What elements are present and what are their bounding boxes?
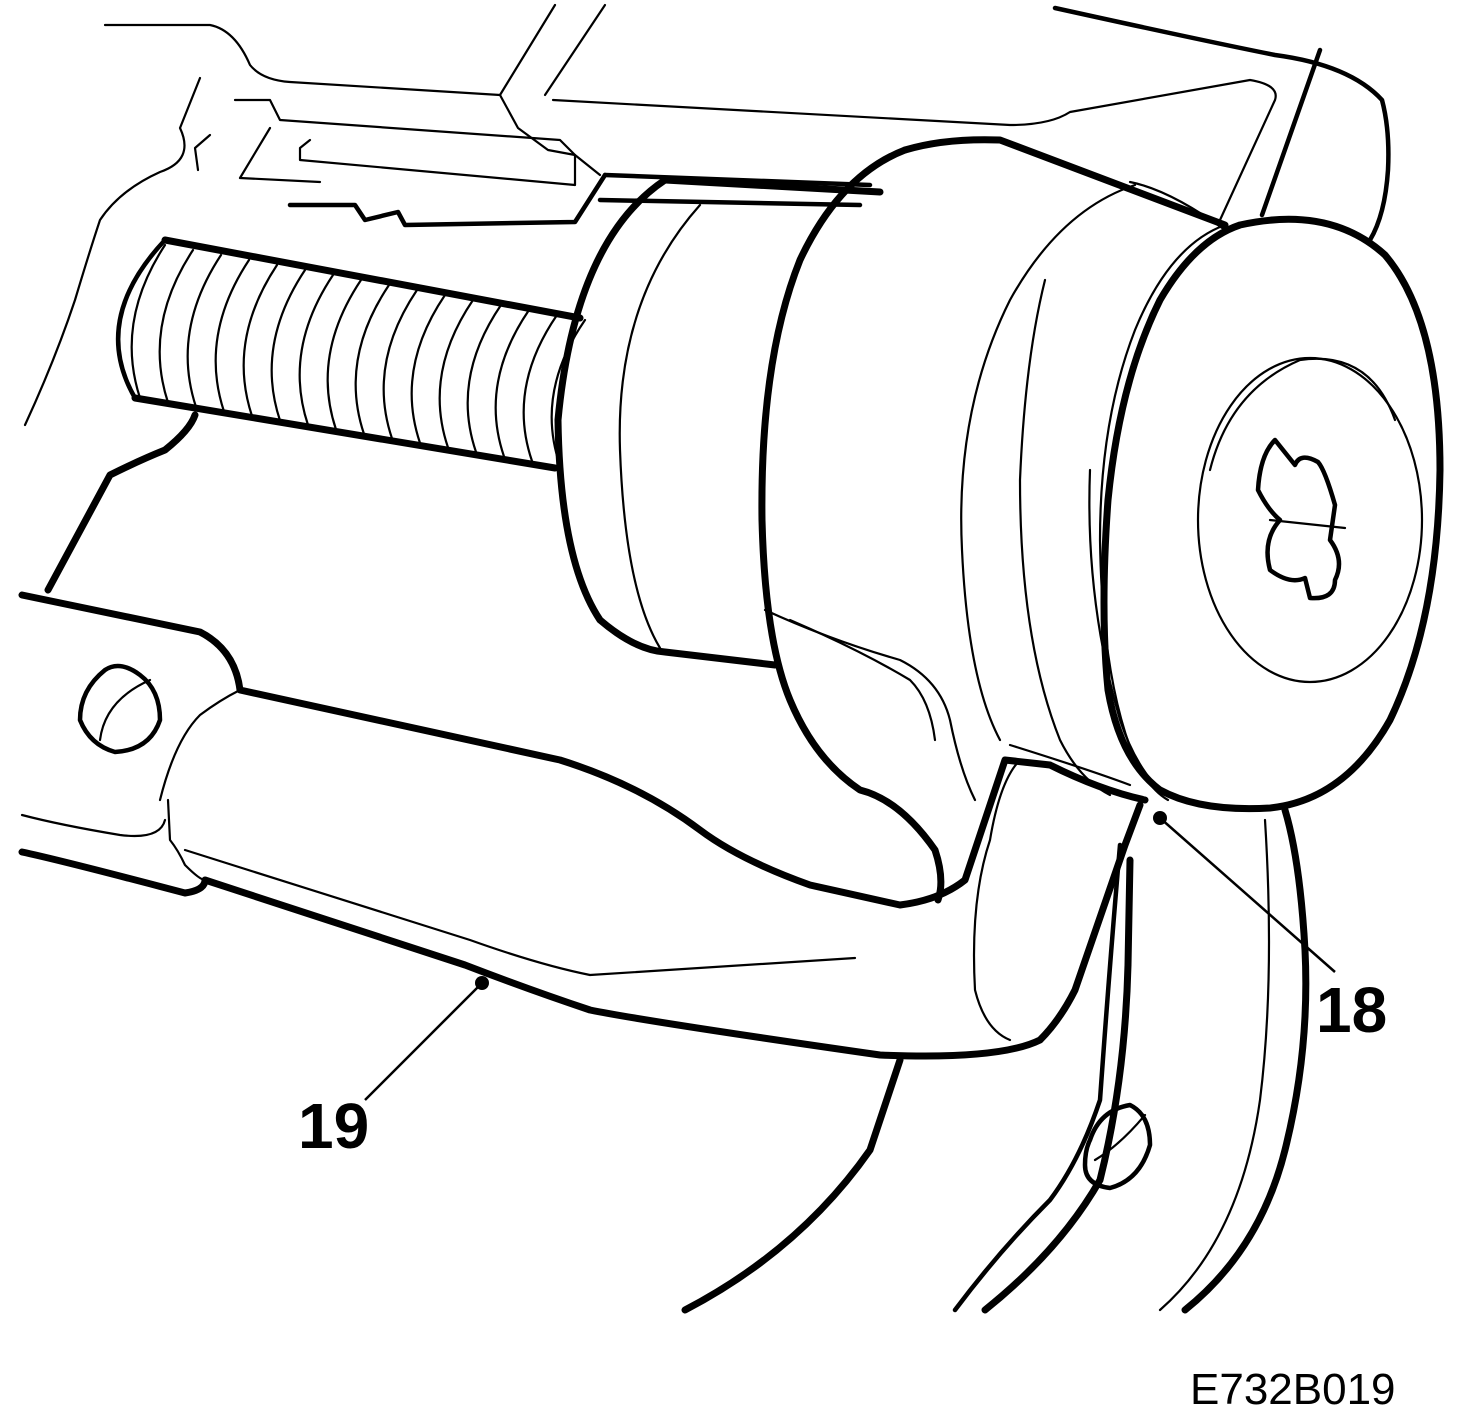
pressing-sleeve: [554, 136, 1229, 904]
thread-ridge: [242, 263, 279, 418]
thread-ridge: [186, 253, 223, 409]
end-disc: [1018, 215, 1444, 813]
thread-ridge: [130, 243, 167, 400]
housing-outline: [23, 3, 1391, 427]
thread-ridge: [354, 283, 391, 436]
leader-line-19: [364, 982, 483, 1101]
thread-ridge: [466, 303, 503, 454]
callout-leaders: [364, 811, 1336, 1101]
callout-label-19: 19: [298, 1090, 370, 1162]
thread-ridge: [214, 258, 251, 413]
figure-identifier: E732B019: [1190, 1365, 1396, 1414]
thread-ridge: [522, 313, 559, 463]
thread-ridge: [382, 288, 419, 440]
threaded-spindle: [115, 236, 587, 472]
thread-ridge: [438, 298, 475, 449]
leader-line-18: [1159, 817, 1336, 973]
thread-ridge: [410, 293, 447, 445]
thread-ridge: [494, 308, 531, 458]
thread-ridge: [158, 248, 195, 404]
callout-label-18: 18: [1316, 974, 1388, 1046]
thread-ridge: [298, 273, 335, 427]
lower-housing: [681, 806, 1310, 1314]
lever-arm: [18, 411, 1149, 1060]
thread-ridge: [326, 278, 363, 431]
thread-ridge: [270, 268, 307, 422]
